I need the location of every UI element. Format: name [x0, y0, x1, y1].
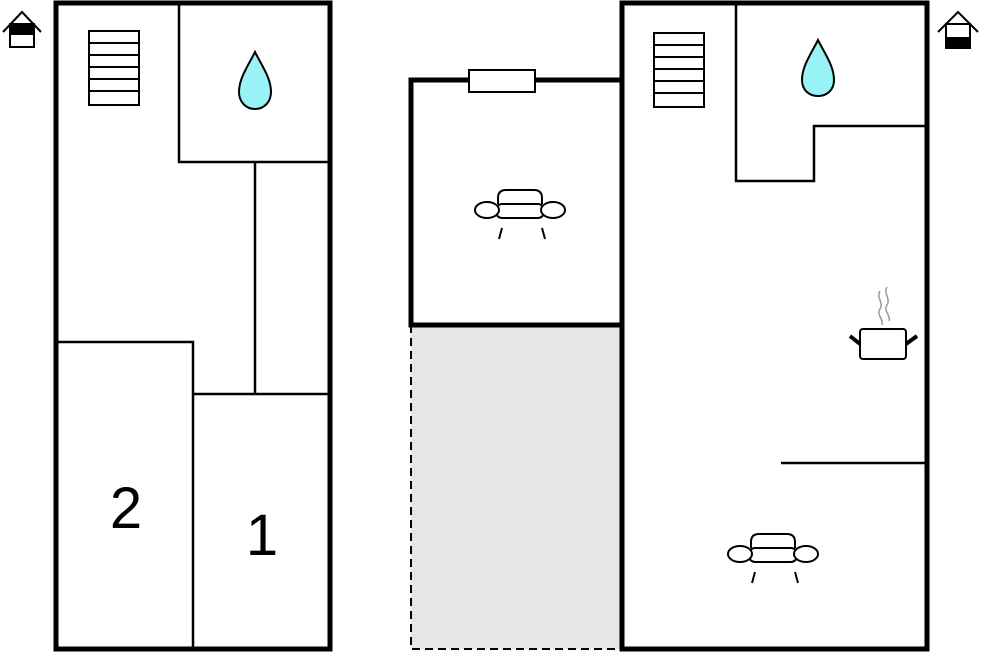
terrace-area [411, 325, 622, 649]
room-1-label: 1 [246, 503, 278, 568]
stairs-icon [653, 32, 705, 108]
room-2-wall [56, 340, 195, 649]
ground-floor-outer-wall [619, 0, 930, 652]
water-drop-icon [800, 37, 836, 98]
upper-bathroom-wall [177, 3, 330, 164]
house-upper-floor-icon [2, 10, 42, 48]
terrace-dashed-border [410, 325, 622, 650]
ground-floor-plan [408, 0, 930, 652]
window-icon [468, 69, 536, 93]
upper-floor-plan: 2 1 [53, 0, 333, 652]
sofa-icon [474, 189, 566, 240]
sofa-icon [727, 533, 819, 584]
cooking-pot-icon [848, 286, 919, 360]
water-drop-icon [237, 49, 273, 111]
ground-bathroom-wall [734, 3, 927, 183]
stairs-icon [88, 30, 140, 106]
room-2-label: 2 [110, 476, 142, 541]
house-ground-floor-icon [937, 10, 979, 49]
